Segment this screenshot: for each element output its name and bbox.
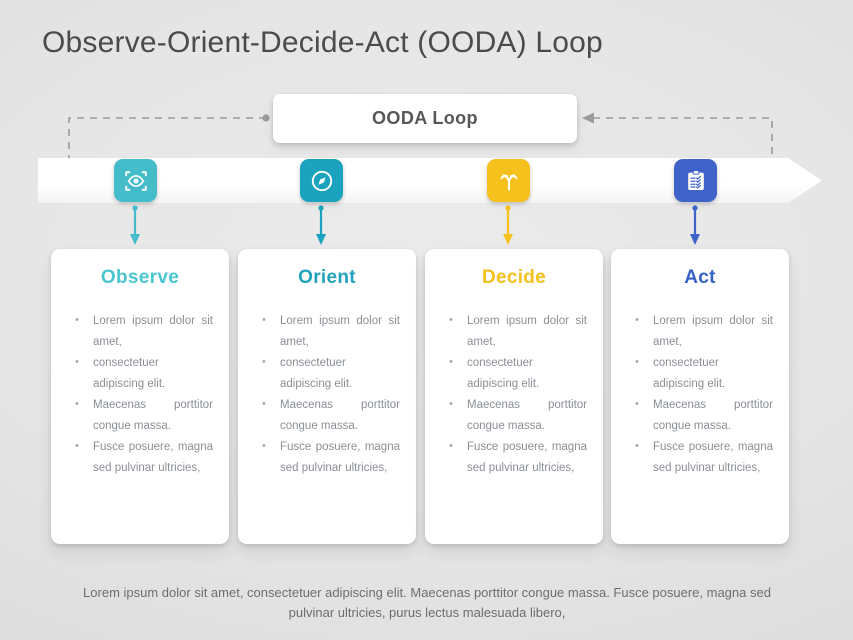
ooda-loop-label: OODA Loop [372, 108, 478, 128]
list-item: Maecenas porttitor congue massa. [633, 394, 773, 437]
stage-icon-decide[interactable] [487, 159, 530, 202]
stage-icon-observe[interactable] [114, 159, 157, 202]
stage-card-orient[interactable]: Orient Lorem ipsum dolor sit amet, conse… [238, 249, 416, 544]
stage-card-title-decide: Decide [481, 267, 547, 288]
stage-card-decide[interactable]: Decide Lorem ipsum dolor sit amet, conse… [425, 249, 603, 544]
list-item: Fusce posuere, magna sed pulvinar ultric… [633, 436, 773, 479]
page-title: Observe-Orient-Decide-Act (OODA) Loop [42, 26, 603, 59]
connector-arrow-observe [130, 205, 140, 245]
stage-bullet-list-observe: Lorem ipsum dolor sit amet, consectetuer… [65, 310, 215, 479]
eye-scan-icon [123, 168, 149, 194]
stage-bullet-list-orient: Lorem ipsum dolor sit amet, consectetuer… [252, 310, 402, 479]
list-item: consectetuer adipiscing elit. [633, 352, 773, 395]
list-item: Maecenas porttitor congue massa. [260, 394, 400, 437]
stage-card-title-observe: Observe [100, 267, 180, 288]
connector-arrow-orient [316, 205, 326, 245]
list-item: consectetuer adipiscing elit. [447, 352, 587, 395]
ooda-loop-box[interactable]: OODA Loop [273, 94, 577, 143]
footer-caption: Lorem ipsum dolor sit amet, consectetuer… [83, 585, 771, 620]
stage-card-act[interactable]: Act Lorem ipsum dolor sit amet, consecte… [611, 249, 789, 544]
connector-arrow-decide [503, 205, 513, 245]
list-item: Maecenas porttitor congue massa. [447, 394, 587, 437]
stage-bullet-list-decide: Lorem ipsum dolor sit amet, consectetuer… [439, 310, 589, 479]
stage-icon-orient[interactable] [300, 159, 343, 202]
list-item: consectetuer adipiscing elit. [260, 352, 400, 395]
stage-bullet-list-act: Lorem ipsum dolor sit amet, consectetuer… [625, 310, 775, 479]
stage-card-title-orient: Orient [298, 267, 356, 288]
compass-icon [309, 168, 335, 194]
list-item: Lorem ipsum dolor sit amet, [73, 310, 213, 353]
list-item: Fusce posuere, magna sed pulvinar ultric… [73, 436, 213, 479]
stage-card-title-act: Act [684, 267, 716, 288]
list-item: Lorem ipsum dolor sit amet, [260, 310, 400, 353]
list-item: Fusce posuere, magna sed pulvinar ultric… [260, 436, 400, 479]
stage-icon-act[interactable] [674, 159, 717, 202]
list-item: consectetuer adipiscing elit. [73, 352, 213, 395]
list-item: Maecenas porttitor congue massa. [73, 394, 213, 437]
list-item: Lorem ipsum dolor sit amet, [633, 310, 773, 353]
connector-arrow-act [690, 205, 700, 245]
left-feedback-dot [262, 114, 270, 122]
clipboard-checklist-icon [683, 168, 709, 194]
fork-arrows-icon [496, 168, 522, 194]
right-feedback-arrowhead [582, 112, 594, 124]
list-item: Fusce posuere, magna sed pulvinar ultric… [447, 436, 587, 479]
list-item: Lorem ipsum dolor sit amet, [447, 310, 587, 353]
stage-card-observe[interactable]: Observe Lorem ipsum dolor sit amet, cons… [51, 249, 229, 544]
